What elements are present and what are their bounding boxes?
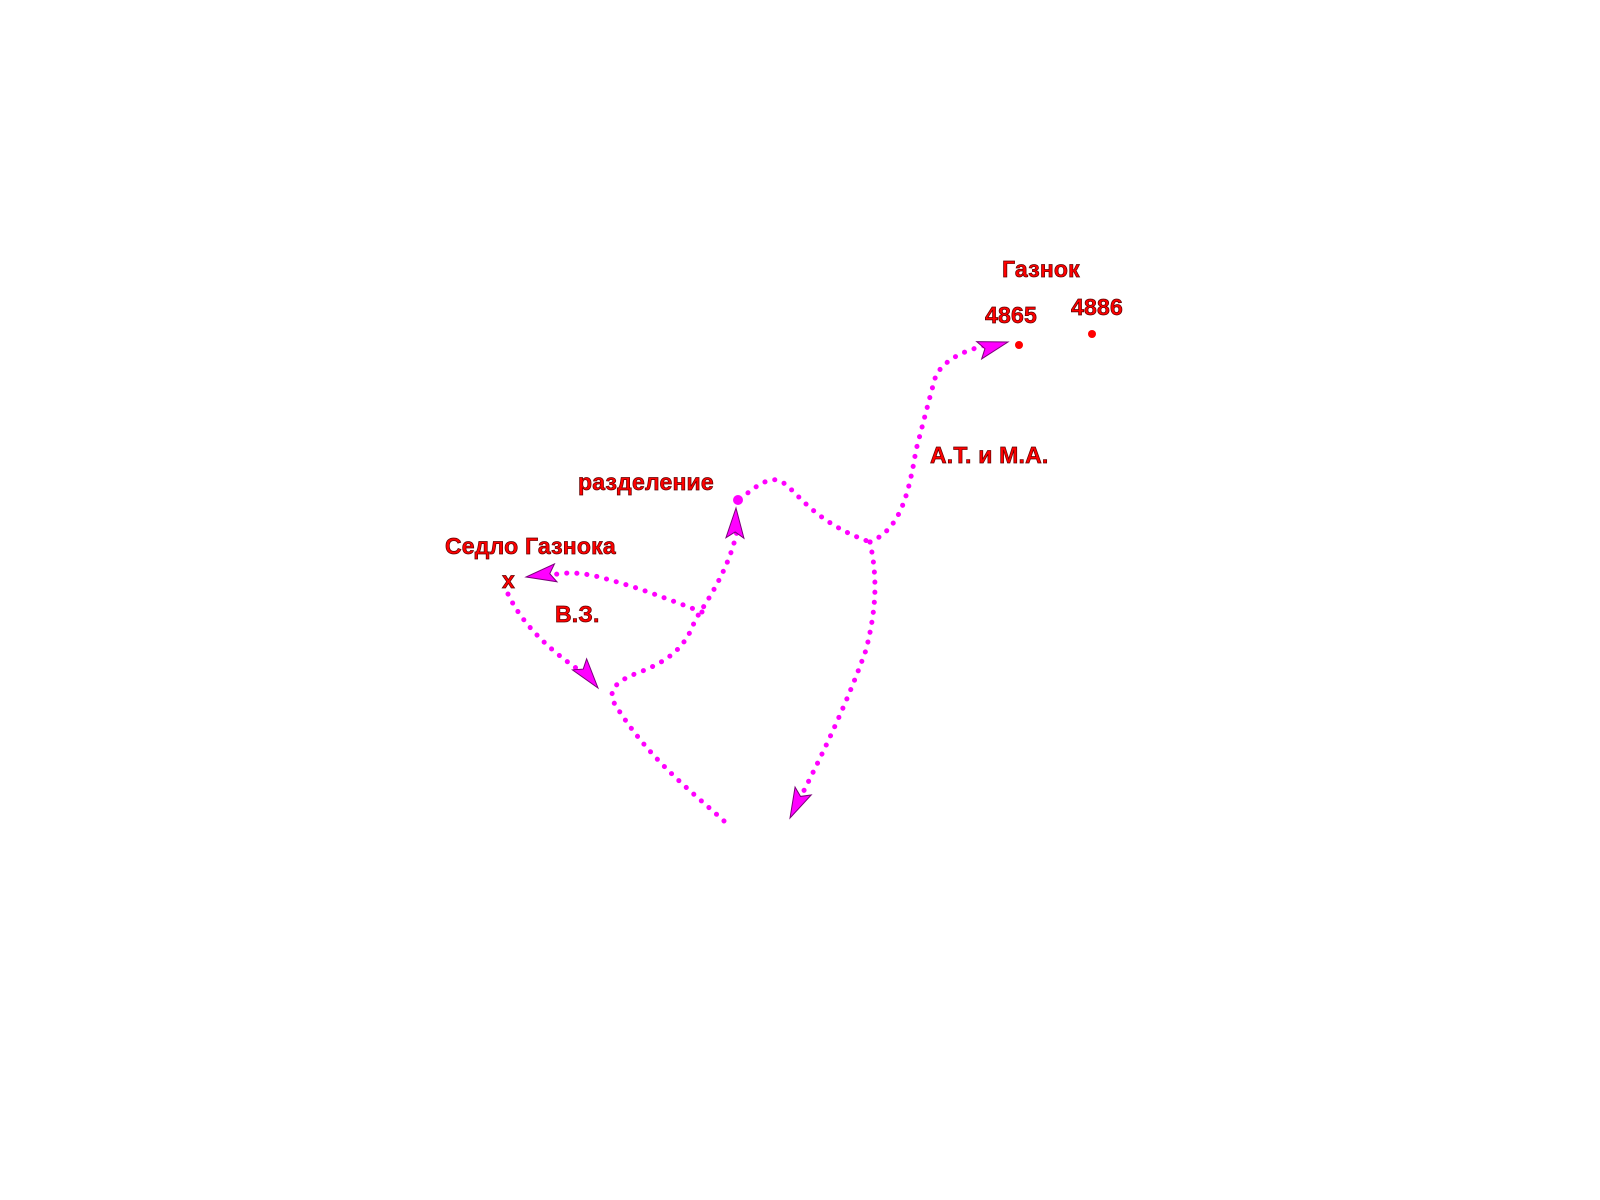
route-saddle-descent [505, 591, 588, 677]
saddle-marker-label: х [502, 567, 516, 593]
split-point-label: разделение [578, 469, 714, 495]
saddle-label: Седло Газнока [445, 533, 616, 559]
arrow-to-saddle-icon [524, 562, 559, 583]
group-at-ma-label: А.Т. и М.А. [930, 442, 1049, 468]
arrow-to-summit-icon [975, 341, 1010, 361]
summit-4886-dot-icon [1088, 330, 1096, 338]
group-vz-label: В.З. [555, 601, 600, 627]
route-junction-descent [793, 539, 878, 809]
split-point-icon [733, 495, 743, 505]
summit-4865-label: 4865 [985, 302, 1037, 328]
route-arrows [524, 341, 1010, 820]
route-junction-to-summit [867, 341, 993, 545]
route-lines [505, 341, 993, 824]
route-split-to-junction [737, 477, 873, 545]
arrow-saddle-descent-icon [571, 657, 600, 690]
arrow-to-split-icon [725, 506, 745, 540]
route-approach-to-split [609, 523, 741, 824]
route-split-to-saddle [545, 570, 705, 615]
summit-4886-label: 4886 [1071, 294, 1123, 320]
summit-4865-dot-icon [1015, 341, 1023, 349]
summit-points [733, 330, 1096, 505]
peak-name-label: Газнок [1002, 256, 1080, 282]
arrow-junction-descent-icon [789, 785, 813, 820]
